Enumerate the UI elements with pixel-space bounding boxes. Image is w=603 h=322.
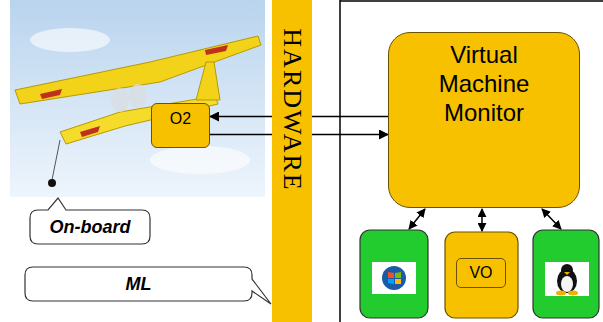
logo-ground — [545, 262, 589, 296]
wheel — [48, 179, 56, 187]
vo-box: VO — [456, 258, 506, 288]
callout-shape — [25, 267, 271, 304]
tux-beak — [564, 272, 570, 275]
logo-orb — [382, 266, 406, 290]
wing-marking — [205, 45, 228, 55]
tux-belly — [561, 276, 573, 292]
node-label: Virtual Machine Monitor — [419, 41, 549, 127]
guest-vm-box — [360, 230, 428, 318]
double-arrow — [542, 209, 561, 229]
node-label: VO — [469, 264, 492, 282]
logo-pane — [388, 279, 394, 284]
windows-logo — [372, 262, 416, 294]
cloud — [150, 146, 250, 174]
hardware-band: HARDWARE — [272, 0, 312, 322]
node-label: O2 — [152, 104, 209, 128]
frame-line — [340, 0, 603, 2]
callout-shape — [30, 198, 150, 244]
propeller — [129, 84, 147, 108]
logo-pane — [388, 272, 394, 278]
node-label: ML — [126, 274, 152, 295]
logo-ground — [372, 262, 416, 294]
node-label: HARDWARE — [277, 28, 307, 191]
cloud — [30, 28, 110, 52]
node-label: On-board — [50, 217, 131, 238]
plane-tail — [196, 62, 220, 100]
module-box: O2 — [151, 103, 210, 148]
tux-body — [557, 269, 577, 293]
double-arrow — [409, 209, 425, 229]
sky-photo — [10, 0, 265, 197]
monitor-box: Virtual Machine Monitor — [388, 32, 580, 208]
double-arrow — [481, 209, 483, 231]
frame-line — [339, 0, 341, 322]
landing-gear — [52, 140, 60, 180]
tux-foot — [568, 291, 578, 296]
guest-vm-box — [533, 230, 599, 318]
logo-pane — [395, 272, 401, 278]
propeller — [111, 88, 129, 112]
tux-foot — [556, 291, 566, 296]
fuselage-marking — [80, 126, 100, 137]
wing-marking — [40, 89, 62, 99]
linux-tux-logo — [545, 262, 589, 296]
airplane — [15, 36, 261, 187]
callout-bubble: ML — [25, 267, 252, 301]
logo-pane — [395, 279, 401, 284]
callout-bubble: On-board — [30, 210, 150, 244]
tux-head — [561, 264, 573, 276]
guest-vm-box — [445, 232, 518, 318]
